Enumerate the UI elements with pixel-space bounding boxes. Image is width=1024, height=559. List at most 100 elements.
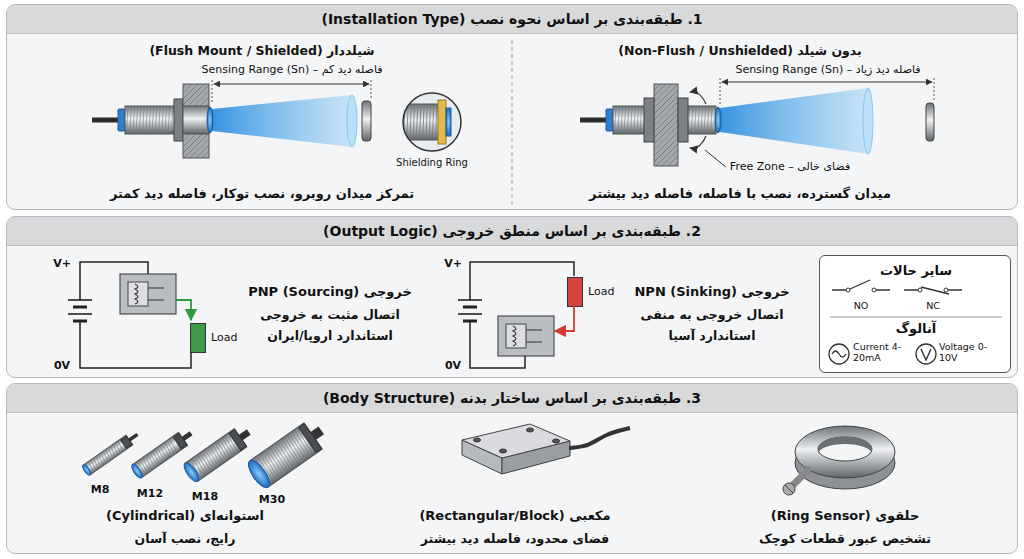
voltage-symbol <box>916 344 936 364</box>
sensor-symbol <box>506 324 526 348</box>
ring-hole <box>818 437 872 461</box>
box-title: سایر حالات <box>880 263 952 279</box>
thread-line <box>631 107 633 133</box>
extension-line <box>720 78 721 104</box>
subsection-title: حلقوی (Ring Sensor) <box>771 508 920 524</box>
ring-hole <box>818 437 872 454</box>
cylindrical-sensor <box>182 423 256 484</box>
battery-symbol <box>458 313 482 315</box>
sensor-body <box>183 106 209 134</box>
sensor-symbol <box>148 300 164 301</box>
wire <box>470 262 574 300</box>
coil-symbol <box>135 284 138 304</box>
extension-line <box>371 80 372 98</box>
size-label: M8 <box>91 483 110 496</box>
free-zone-arrow <box>690 136 706 148</box>
thread-line <box>704 107 706 133</box>
cylindrical-sensor <box>245 417 331 490</box>
thread-line <box>100 454 107 463</box>
switch-symbol <box>872 288 876 292</box>
thread-line <box>279 441 297 466</box>
description: استاندارد آسیا <box>669 328 756 343</box>
cable <box>313 430 321 436</box>
screw <box>783 483 795 495</box>
subsection-title: مکعبی (Rectangular/Block) <box>419 508 610 524</box>
signal-name: V+ <box>444 257 462 270</box>
sensor-symbol <box>120 274 176 314</box>
description: میدان گسترده، نصب با فاصله، فاصله دید بی… <box>589 186 891 202</box>
thread-line <box>276 443 294 468</box>
screw <box>785 485 793 493</box>
switch-symbol <box>850 280 870 289</box>
connector <box>606 109 613 131</box>
thread-line <box>691 107 693 133</box>
thread-line <box>410 105 412 139</box>
thread-line <box>133 107 135 133</box>
thread-line <box>284 438 302 463</box>
thread-line <box>621 107 623 133</box>
mounting-hole <box>527 428 534 432</box>
extension-line <box>212 80 213 104</box>
extension-line <box>934 78 935 100</box>
target <box>362 101 371 141</box>
thread-line <box>159 107 161 133</box>
mounting-hole <box>474 438 481 442</box>
thread-line <box>416 105 418 139</box>
thread-line <box>627 107 629 133</box>
subsection-title: خروجی NPN (Sinking) <box>634 284 789 300</box>
size-label: M12 <box>137 487 163 500</box>
thread-line <box>139 107 141 133</box>
contact-label: NC <box>926 300 940 311</box>
thread-line <box>640 107 642 133</box>
dimension-label: فاصله دید زیاد – Sensing Range (Sn) <box>735 63 920 76</box>
sensor-face <box>446 108 451 136</box>
size-label: M30 <box>259 493 285 506</box>
shielding-ring <box>438 100 446 144</box>
battery-symbol <box>68 313 92 315</box>
mounting-hole <box>553 439 560 443</box>
thread-line <box>90 461 97 470</box>
cable <box>569 428 630 448</box>
thread-line <box>695 107 697 133</box>
load-label: Load <box>588 285 614 298</box>
callout-label: فضای خالی – Free Zone <box>730 160 850 173</box>
thread-line <box>146 107 148 133</box>
thread-line <box>102 452 109 461</box>
divider-line <box>830 317 1002 318</box>
sensing-field <box>720 88 868 154</box>
sensor-symbol <box>498 316 554 356</box>
panel-heading: 3. طبقه‌بندی بر اساس ساختار بدنه (Body S… <box>7 384 1017 413</box>
thread-line <box>426 105 428 139</box>
thread-line <box>624 107 626 133</box>
leader-line <box>705 150 726 167</box>
panel-heading: 1. طبقه‌بندی بر اساس نحوه نصب (Installat… <box>7 5 1017 34</box>
wire <box>80 321 191 368</box>
thread-line <box>281 439 299 464</box>
thread-line <box>615 107 617 133</box>
thread-line <box>711 107 713 133</box>
size-label: M18 <box>192 490 218 503</box>
thread-line <box>701 107 703 133</box>
current-arrow <box>176 300 191 320</box>
thread-line <box>707 107 709 133</box>
sensor-face <box>81 464 92 477</box>
switch-symbol <box>948 289 962 290</box>
detail-inset <box>402 100 451 144</box>
battery-symbol <box>68 299 92 301</box>
description: اتصال خروجی به منفی <box>641 307 784 322</box>
callout-label: Shielding Ring <box>396 157 468 169</box>
load-resistor: Load <box>190 323 206 353</box>
subsection-title: استوانه‌ای (Cylindrical) <box>106 508 264 524</box>
sensor-body <box>83 435 132 475</box>
sensor-cap <box>173 433 187 448</box>
sensor-symbol <box>526 342 542 343</box>
thread-line <box>112 445 119 454</box>
cable <box>241 432 249 438</box>
thread-line <box>264 451 282 476</box>
signal-label: Current 4-20mA <box>853 342 909 364</box>
thread-line <box>97 455 104 464</box>
switch-symbol <box>876 289 890 290</box>
thread-line <box>92 459 99 468</box>
thread-line <box>149 107 151 133</box>
